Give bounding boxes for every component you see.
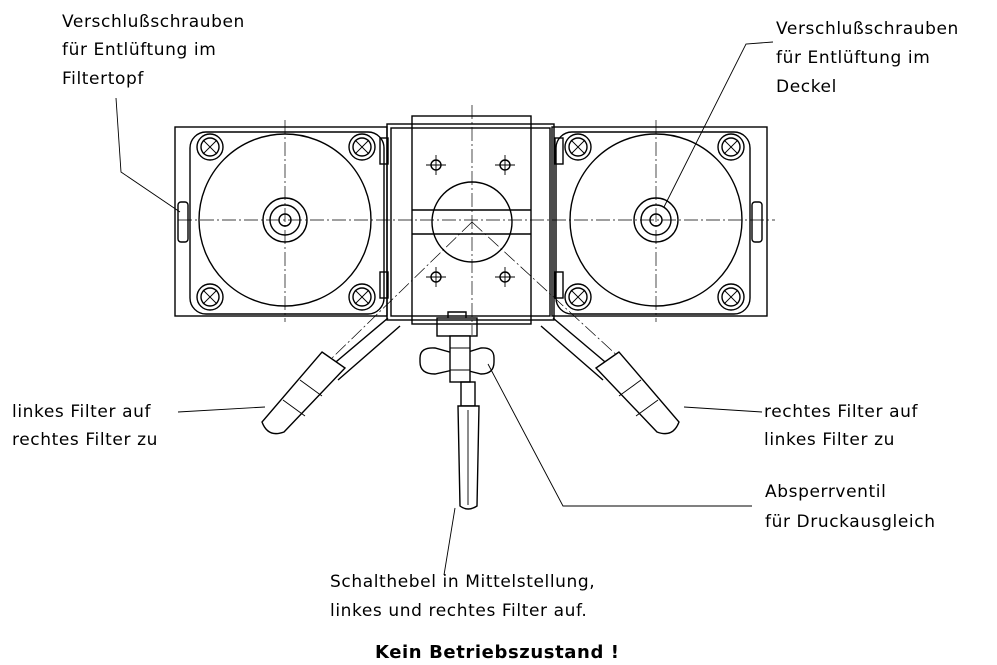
- label-top-right-line2: für Entlüftung im: [776, 48, 930, 68]
- label-right-lever-line2: linkes Filter zu: [764, 430, 895, 450]
- center-lever: [419, 311, 495, 510]
- left-lever: [261, 317, 401, 435]
- center-lines: [178, 105, 775, 361]
- label-valve-line2: für Druckausgleich: [765, 512, 936, 532]
- label-left-lever-line1: linkes Filter auf: [12, 402, 151, 422]
- label-top-right-line3: Deckel: [776, 77, 837, 97]
- right-lever: [540, 317, 680, 435]
- label-top-left-line3: Filtertopf: [62, 69, 144, 89]
- label-right-lever-line1: rechtes Filter auf: [764, 402, 918, 422]
- label-top-left-line1: Verschlußschrauben: [62, 12, 245, 32]
- center-bolt-holes: [426, 155, 515, 287]
- label-center-lever-line2: linkes und rechtes Filter auf.: [330, 601, 587, 621]
- status-caption: Kein Betriebszustand !: [375, 642, 620, 663]
- label-left-lever-line2: rechtes Filter zu: [12, 430, 158, 450]
- left-corner-screws: [196, 133, 376, 311]
- label-center-lever-line1: Schalthebel in Mittelstellung,: [330, 572, 595, 592]
- right-corner-screws: [564, 133, 745, 311]
- label-top-right-line1: Verschlußschrauben: [776, 19, 959, 39]
- leader-lines: [115, 41, 774, 576]
- label-valve-line1: Absperrventil: [765, 482, 886, 502]
- annotation-labels: Verschlußschrauben für Entlüftung im Fil…: [12, 12, 959, 663]
- label-top-left-line2: für Entlüftung im: [62, 40, 216, 60]
